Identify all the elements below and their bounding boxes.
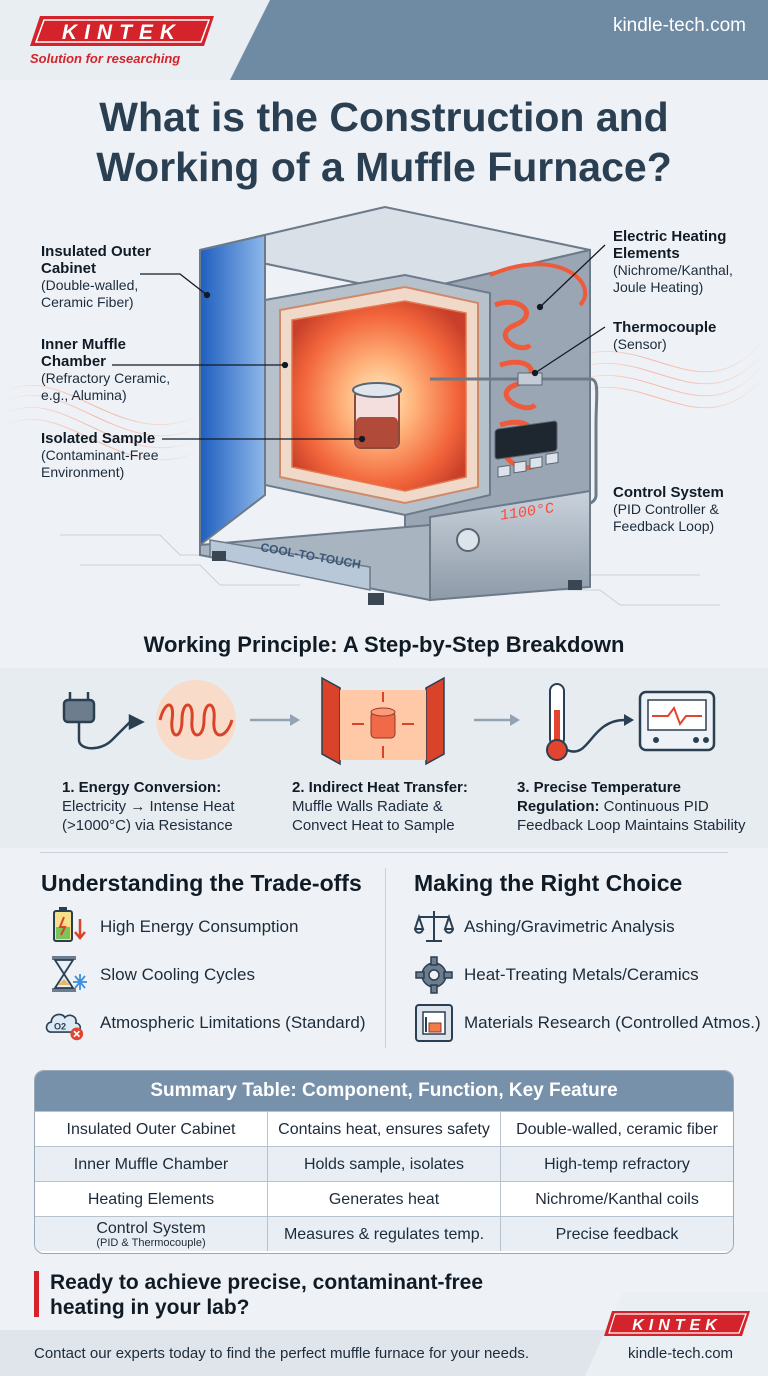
furnace-illustration: COOL-TO-TOUCH 1100°C: [0, 205, 768, 606]
label-control-system: Control System (PID Controller &Feedback…: [613, 484, 724, 534]
scale-icon: [414, 911, 454, 942]
table-cell: Contains heat, ensures safety: [267, 1112, 500, 1146]
column-divider: [385, 868, 386, 1048]
choice-title: Making the Right Choice: [414, 870, 683, 896]
logo-text: KINTEK: [62, 21, 182, 44]
cloud-o2-icon: O2: [45, 1013, 84, 1041]
title-line-2: Working of a Muffle Furnace?: [96, 144, 672, 190]
table-cell-main: Control System: [96, 1219, 206, 1237]
choice-item-ashing: Ashing/Gravimetric Analysis: [464, 917, 675, 936]
logo-text-footer: KINTEK: [632, 1317, 722, 1334]
choice-item-heat-treating: Heat-Treating Metals/Ceramics: [464, 965, 699, 984]
research-furnace-icon: [415, 1004, 453, 1042]
battery-icon: [53, 907, 86, 942]
working-principle-title: Working Principle: A Step-by-Step Breakd…: [143, 632, 625, 657]
kintek-logo[interactable]: KINTEK: [30, 14, 214, 48]
table-row: Insulated Outer Cabinet Contains heat, e…: [35, 1111, 733, 1146]
step-2-caption: 2. Indirect Heat Transfer: Muffle Walls …: [292, 779, 468, 834]
monitor-icon: [638, 690, 716, 752]
logo-tagline: Solution for researching: [30, 51, 181, 66]
step-3-caption: 3. Precise Temperature Regulation: Conti…: [517, 779, 746, 834]
table-row: Inner Muffle Chamber Holds sample, isola…: [35, 1146, 733, 1181]
table-cell: Holds sample, isolates: [267, 1147, 500, 1181]
cta-line-1: Ready to achieve precise, contaminant-fr…: [50, 1271, 483, 1294]
thermometer-icon: [546, 683, 634, 761]
page-title: What is the Construction and Working of …: [0, 92, 768, 192]
table-cell-sub: (PID & Thermocouple): [96, 1236, 206, 1249]
table-cell: High-temp refractory: [500, 1147, 733, 1181]
tradeoffs-title: Understanding the Trade-offs: [41, 870, 362, 896]
heating-coil-icon: [156, 680, 236, 760]
table-cell: Generates heat: [267, 1182, 500, 1216]
tradeoff-item-energy: High Energy Consumption: [100, 917, 299, 936]
step-1-caption: 1. Energy Conversion: Electricity → Inte…: [62, 779, 235, 834]
cta-line-2: heating in your lab?: [50, 1296, 250, 1319]
table-cell: Nichrome/Kanthal coils: [500, 1182, 733, 1216]
cta-accent-bar: [34, 1271, 39, 1317]
cta-heading: Ready to achieve precise, contaminant-fr…: [50, 1270, 483, 1320]
section-divider: [40, 852, 728, 853]
tradeoff-item-cooling: Slow Cooling Cycles: [100, 965, 255, 984]
site-url-bottom[interactable]: kindle-tech.com: [628, 1345, 734, 1362]
gear-icon: [415, 956, 453, 994]
summary-table-title: Summary Table: Component, Function, Key …: [35, 1071, 733, 1111]
furnace-diagram: COOL-TO-TOUCH 1100°C: [0, 195, 768, 625]
title-line-1: What is the Construction and: [99, 94, 669, 140]
plug-icon: [62, 692, 145, 750]
o2-label: O2: [54, 1021, 66, 1031]
table-cell: Insulated Outer Cabinet: [66, 1120, 236, 1138]
label-thermocouple: Thermocouple (Sensor): [613, 319, 717, 352]
table-cell: Precise feedback: [500, 1217, 733, 1251]
footer-contact-text[interactable]: Contact our experts today to find the pe…: [34, 1345, 529, 1362]
table-row: Heating Elements Generates heat Nichrome…: [35, 1181, 733, 1216]
table-cell: Inner Muffle Chamber: [73, 1155, 229, 1173]
table-cell: Control System (PID & Thermocouple): [35, 1217, 267, 1251]
hourglass-icon: [52, 956, 87, 992]
table-cell: Heating Elements: [87, 1190, 215, 1208]
heat-transfer-icon: [321, 676, 445, 766]
choice-item-materials: Materials Research (Controlled Atmos.): [464, 1013, 761, 1032]
table-cell: Measures & regulates temp.: [267, 1217, 500, 1251]
table-row: Control System (PID & Thermocouple) Meas…: [35, 1216, 733, 1251]
tradeoff-item-atmosphere: Atmospheric Limitations (Standard): [100, 1013, 366, 1032]
table-cell: Double-walled, ceramic fiber: [500, 1112, 733, 1146]
summary-table: Summary Table: Component, Function, Key …: [34, 1070, 734, 1254]
steps-icons: [62, 676, 716, 766]
kintek-logo-footer[interactable]: KINTEK: [604, 1310, 750, 1337]
site-url-top[interactable]: kindle-tech.com: [612, 15, 746, 36]
